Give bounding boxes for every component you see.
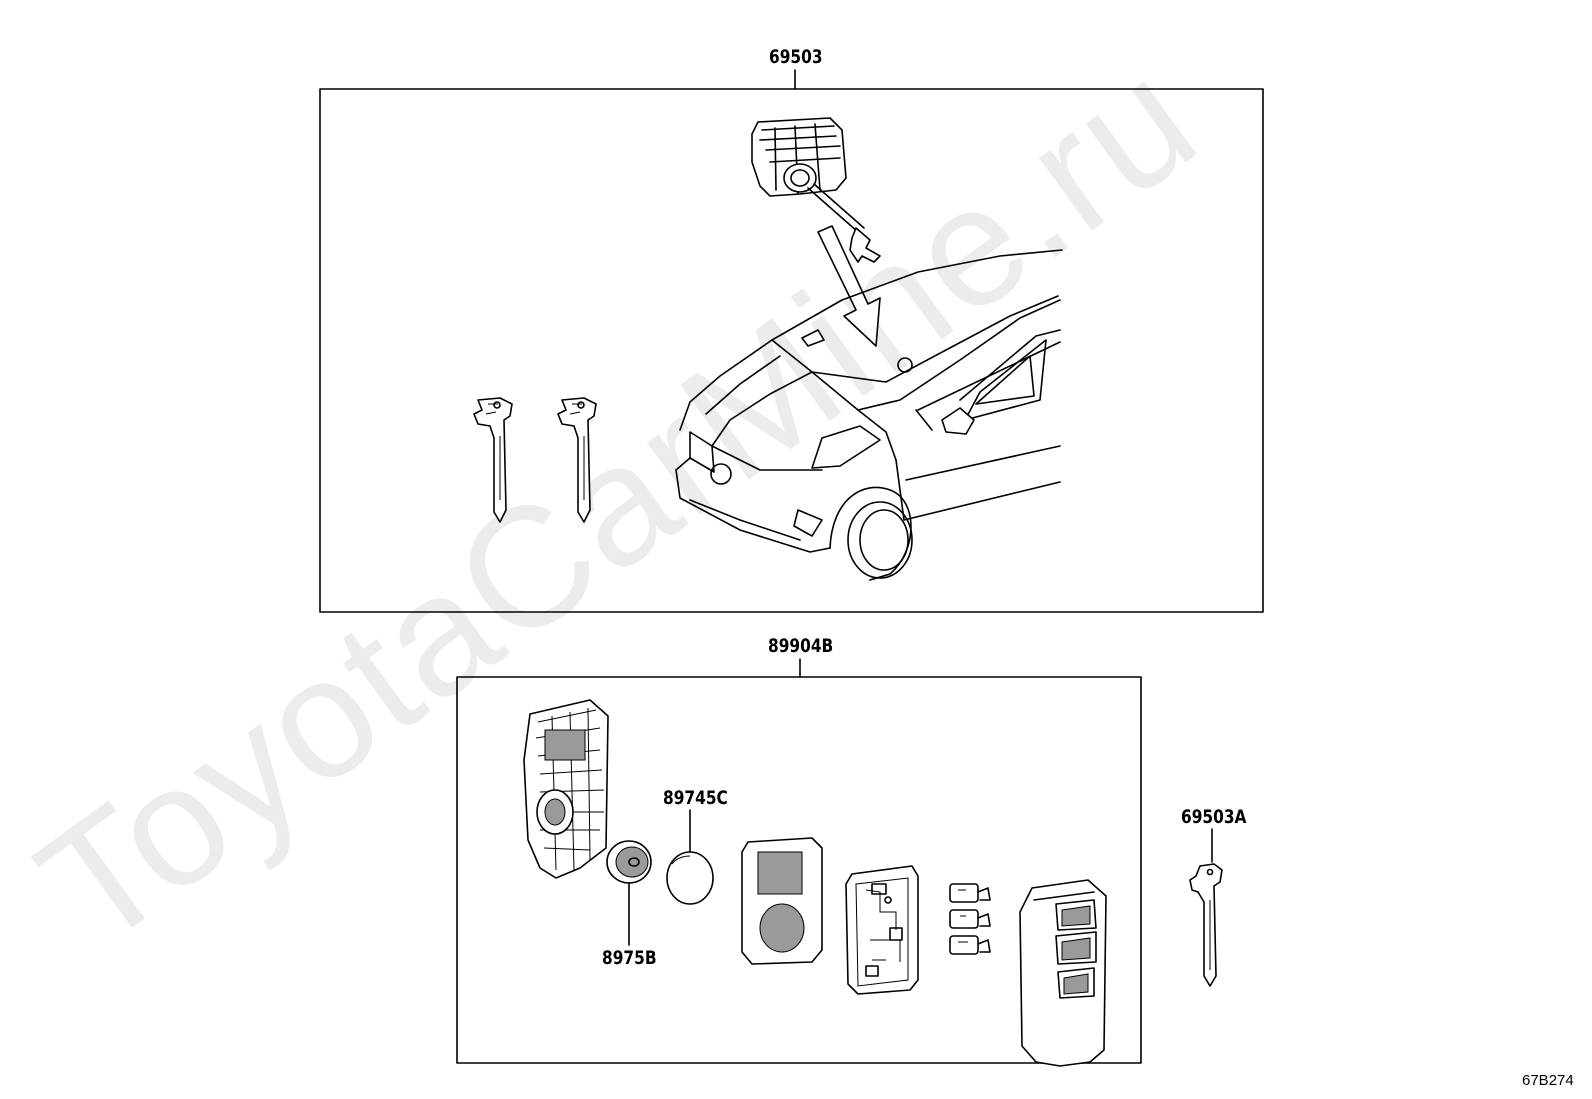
label-bottom-group: 89904B bbox=[768, 635, 834, 657]
battery-cover-icon bbox=[606, 840, 652, 884]
cr-battery-icon bbox=[666, 851, 714, 905]
label-top-group: 69503 bbox=[769, 46, 823, 68]
button-pad-icon bbox=[949, 883, 991, 955]
key-blade-icon bbox=[1189, 863, 1223, 987]
circuit-board-icon bbox=[845, 865, 919, 995]
top-group-frame bbox=[319, 88, 1264, 613]
bottom-group-frame bbox=[456, 676, 1142, 1064]
diagram-code: 67B274 bbox=[1522, 1072, 1574, 1089]
smart-key-case-icon bbox=[523, 699, 609, 879]
key-blade-icon bbox=[473, 397, 513, 523]
smart-key-case-icon bbox=[1019, 879, 1107, 1067]
vehicle-front-view-icon bbox=[675, 249, 1063, 581]
ignition-lock-cylinder-icon bbox=[751, 117, 881, 263]
label-cr-battery: 89745C bbox=[663, 787, 728, 809]
label-spare-key: 69503A bbox=[1181, 806, 1247, 828]
case-insert-icon bbox=[741, 837, 823, 965]
label-battery-cover: 8975B bbox=[602, 947, 657, 969]
key-blade-icon bbox=[557, 397, 597, 523]
location-arrow bbox=[817, 225, 881, 347]
